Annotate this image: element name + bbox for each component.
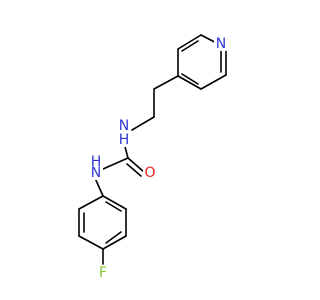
amine-nitrogen-upper-label: N — [119, 118, 129, 134]
fluorine-atom: F — [96, 265, 110, 281]
pyridine-nitrogen-label: N — [216, 36, 226, 52]
bond — [177, 34, 202, 50]
bond — [94, 177, 104, 197]
atom-label-background — [214, 37, 228, 51]
atom-label-background — [143, 166, 157, 180]
fluorine-label: F — [99, 265, 107, 281]
amine-hydrogen-upper-label: H — [119, 132, 130, 148]
amine-nitrogen-upper: N H — [117, 118, 131, 148]
carbonyl-oxygen-label: O — [144, 165, 155, 181]
atom-label-background — [96, 266, 110, 280]
bond — [177, 75, 202, 90]
molecule-structure: N N H O H N F — [78, 34, 228, 281]
bond — [78, 235, 104, 250]
atom-label-background — [89, 155, 103, 169]
bond — [102, 157, 129, 170]
molecule-canvas: N N H O H N F — [78, 34, 228, 281]
bond — [126, 163, 142, 177]
bond — [78, 195, 104, 210]
bond-group — [78, 34, 227, 265]
bond — [153, 75, 179, 90]
atom-label-background — [117, 133, 131, 147]
atom-labels: N N H O H N F — [89, 36, 228, 281]
bond — [105, 231, 122, 244]
bond — [181, 73, 199, 85]
bond — [102, 235, 127, 250]
bond — [127, 157, 145, 173]
atom-label-background — [89, 166, 103, 180]
amine-nitrogen-lower-label: N — [91, 165, 101, 181]
bond — [131, 116, 155, 131]
pyridine-nitrogen: N — [214, 36, 228, 52]
bond — [102, 195, 127, 210]
amine-hydrogen-lower-label: H — [91, 154, 102, 170]
bond — [200, 74, 227, 90]
bond — [181, 40, 199, 52]
carbonyl-oxygen: O — [143, 165, 157, 181]
bond — [105, 201, 122, 212]
atom-label-background — [117, 119, 131, 133]
amine-nitrogen-lower: H N — [89, 154, 103, 181]
